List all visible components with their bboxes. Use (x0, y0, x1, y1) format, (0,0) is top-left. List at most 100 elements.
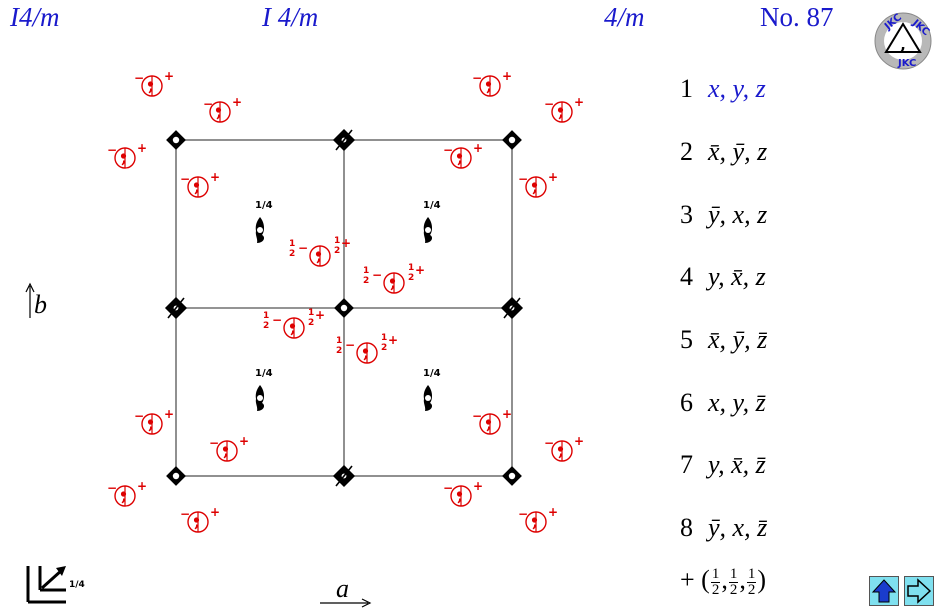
screw-axis-symbols (165, 129, 523, 487)
sign-label: − (107, 143, 117, 157)
fourfold-axis-symbol (502, 130, 522, 150)
sign-label: + (548, 505, 558, 519)
position-motif (551, 440, 573, 462)
position-motif (479, 413, 501, 435)
fourfold-axis-symbol (166, 466, 186, 486)
general-positions: − + − + − + − + − + − + − + − + − + − + − + − + − + −… (107, 69, 584, 533)
sign-label: − (107, 481, 117, 495)
sign-label: + (210, 170, 220, 184)
sign-label: + (502, 407, 512, 421)
rotoinversion-symbol (423, 217, 433, 243)
height-label: 2 (336, 346, 342, 356)
sign-label: − (518, 172, 528, 186)
sign-label: − (298, 241, 308, 255)
sign-label: + (548, 170, 558, 184)
position-motif (525, 176, 547, 198)
height-label: 2 (334, 246, 340, 256)
sign-label: − (272, 313, 282, 327)
up-button[interactable] (869, 576, 899, 606)
sign-label: + (388, 333, 398, 347)
sign-label: + (232, 95, 242, 109)
sign-label: − (472, 409, 482, 423)
position-motif (479, 75, 501, 97)
space-group-symbol-full: I 4/m (262, 2, 319, 32)
sign-label: + (315, 308, 325, 322)
rotoinversion-symbol (255, 217, 265, 243)
sign-label: − (544, 97, 554, 111)
sign-label: + (164, 69, 174, 83)
position-motif (283, 317, 305, 339)
b-axis-label: b (34, 290, 47, 319)
sign-label: − (544, 436, 554, 450)
position-motif (356, 342, 378, 364)
svg-text:,: , (900, 34, 906, 55)
height-label: 1 (263, 311, 269, 321)
position-motif (114, 147, 136, 169)
height-label: 2 (408, 273, 414, 283)
rotoinversion-symbols: 1/4 1/4 1/4 1/4 (255, 200, 441, 411)
height-label: 1/4 (255, 368, 273, 379)
sign-label: + (574, 95, 584, 109)
fourfold-axis-symbol (334, 298, 354, 318)
next-button[interactable] (904, 576, 934, 606)
sign-label: − (472, 71, 482, 85)
sign-label: + (473, 479, 483, 493)
height-label: 1/4 (423, 368, 441, 379)
up-arrow-icon (871, 579, 897, 603)
position-motif (187, 176, 209, 198)
a-axis-label: a (336, 574, 349, 603)
fourfold-axis-symbol (502, 466, 522, 486)
sign-label: − (180, 172, 190, 186)
axes-arrowhead-icon (56, 566, 66, 576)
height-label: 1/4 (255, 200, 273, 211)
position-motif (141, 413, 163, 435)
sign-label: + (164, 407, 174, 421)
position-motif (450, 147, 472, 169)
height-label: 1 (334, 236, 340, 246)
sign-label: − (345, 338, 355, 352)
sign-label: + (415, 263, 425, 277)
sign-label: − (203, 97, 213, 111)
position-motif (525, 511, 547, 533)
height-label: 1 (408, 263, 414, 273)
axes-orientation-icon (26, 566, 66, 604)
space-group-number: No. 87 (760, 2, 834, 32)
rotoinversion-symbol (255, 385, 265, 411)
jkc-logo-icon: , JKC JKC JKC (874, 12, 932, 70)
sign-label: + (137, 141, 147, 155)
sign-label: − (134, 409, 144, 423)
sign-label: − (518, 507, 528, 521)
position-motif (187, 511, 209, 533)
right-arrow-icon (907, 578, 932, 604)
space-group-symbol-short: I4/m (10, 2, 60, 32)
height-label: 2 (381, 343, 387, 353)
rotoinversion-symbol (423, 385, 433, 411)
fourfold-axis-symbol (166, 130, 186, 150)
a-axis-arrow (320, 598, 372, 608)
sign-label: + (574, 434, 584, 448)
sign-label: + (137, 479, 147, 493)
position-motif (141, 75, 163, 97)
position-motif (309, 245, 331, 267)
sign-label: + (473, 141, 483, 155)
sign-label: − (180, 507, 190, 521)
sign-label: + (210, 505, 220, 519)
position-motif (551, 101, 573, 123)
sign-label: − (443, 143, 453, 157)
svg-text:JKC: JKC (897, 58, 916, 69)
height-label: 1 (381, 333, 387, 343)
height-label: 2 (289, 249, 295, 259)
height-label: 1 (363, 266, 369, 276)
height-label: 1/4 (423, 200, 441, 211)
height-label: 1 (289, 239, 295, 249)
sign-label: + (341, 236, 351, 250)
